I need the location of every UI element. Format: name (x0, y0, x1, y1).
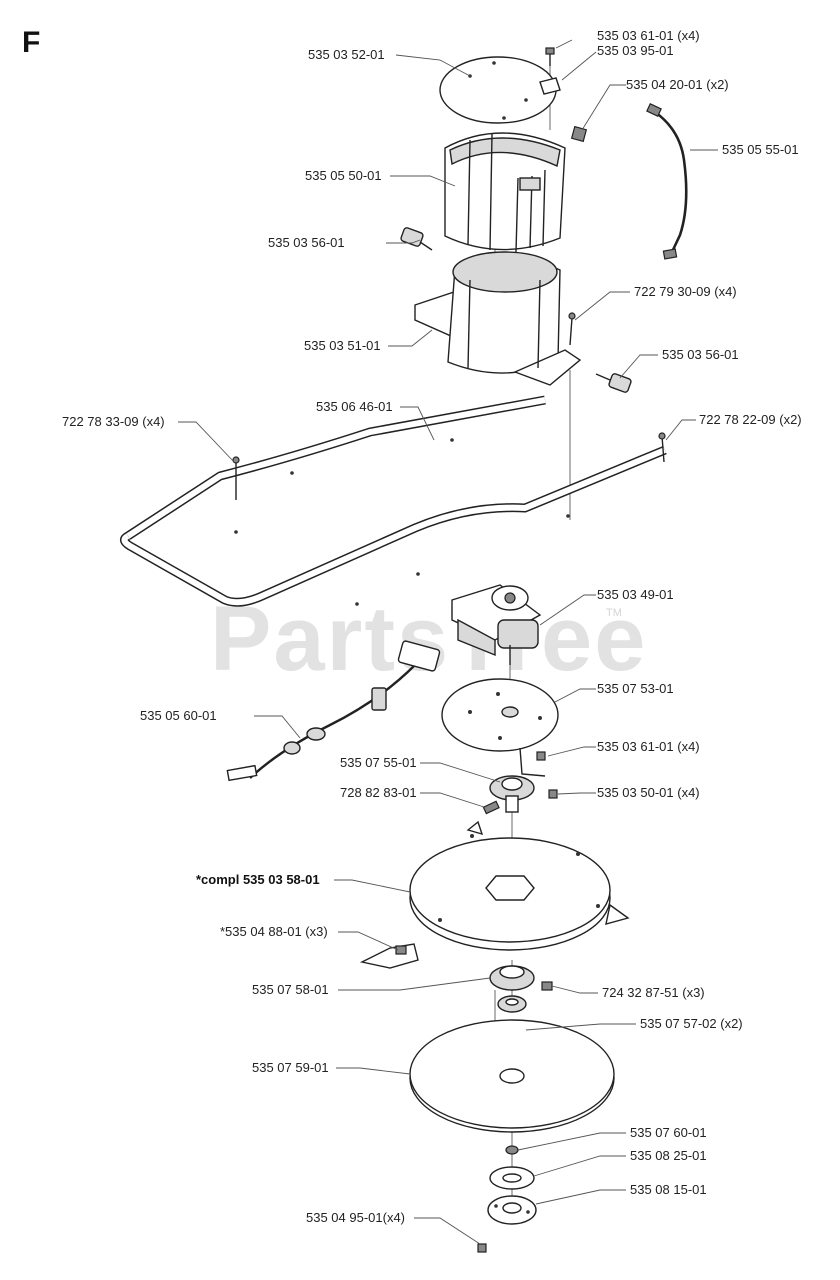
upper-housing-part (444, 132, 566, 253)
screw-plate-part (519, 747, 558, 799)
pin-right-part (658, 432, 666, 463)
label-part-number: 535 07 53-01 (597, 681, 674, 696)
label-part-number: *535 04 88-01 (x3) (220, 924, 328, 939)
bearing-housing-part (489, 965, 535, 991)
washer-part (489, 1166, 535, 1190)
label-part-number: 535 07 55-01 (340, 755, 417, 770)
label-part-number: 535 07 57-02 (x2) (640, 1016, 743, 1031)
section-letter: F (22, 26, 40, 59)
label-part-number: 535 03 61-01 (x4) (597, 739, 700, 754)
handle-frame-part (120, 395, 667, 607)
wire-harness-part (226, 640, 441, 782)
label-part-number: 535 03 51-01 (304, 338, 381, 353)
screw-part (539, 47, 561, 95)
label-part-number: 535 03 61-01 (x4) (597, 28, 700, 43)
bottom-screw-part (477, 1243, 487, 1253)
label-part-number: 535 03 50-01 (x4) (597, 785, 700, 800)
cable-part (646, 103, 688, 260)
knob-left-part (400, 227, 433, 251)
label-part-number: 724 32 87-51 (x3) (602, 985, 705, 1000)
bearing-upper-part (497, 995, 527, 1013)
label-part-number: 535 04 95-01(x4) (306, 1210, 405, 1225)
label-part-number: 535 03 56-01 (268, 235, 345, 250)
label-part-number: 535 06 46-01 (316, 399, 393, 414)
top-cover-part (439, 56, 557, 124)
label-part-number: 535 05 55-01 (722, 142, 799, 157)
spacer-part (505, 1145, 519, 1155)
blade-part (359, 943, 419, 969)
lower-housing-part (414, 251, 582, 386)
label-part-number: 535 05 60-01 (140, 708, 217, 723)
knob-right-part (595, 373, 632, 393)
label-part-number: 535 03 95-01 (597, 43, 674, 58)
label-part-number: 535 08 15-01 (630, 1182, 707, 1197)
label-part-number: 722 78 33-09 (x4) (62, 414, 165, 429)
cutting-disc-part (409, 820, 630, 951)
label-part-number: 535 08 25-01 (630, 1148, 707, 1163)
leader-lines (178, 39, 718, 1245)
label-part-number: 535 05 50-01 (305, 168, 382, 183)
label-part-number: 535 04 20-01 (x2) (626, 77, 729, 92)
screw-small-part (541, 981, 553, 991)
set-screw-part (482, 800, 500, 815)
part-labels: 535 03 61-01 (x4) 535 03 95-01 535 03 52… (62, 28, 802, 1225)
label-part-number: 535 03 56-01 (662, 347, 739, 362)
label-part-number: 535 07 60-01 (630, 1125, 707, 1140)
motor-part (451, 584, 542, 665)
hub-part (489, 775, 535, 813)
label-part-number: 535 03 52-01 (308, 47, 385, 62)
clip-part (570, 125, 588, 143)
label-part-number: 535 07 58-01 (252, 982, 329, 997)
label-part-number: 535 03 49-01 (597, 587, 674, 602)
mounting-plate-part (441, 678, 559, 752)
pin-part (568, 312, 576, 346)
label-part-number-bold: *compl 535 03 58-01 (196, 872, 320, 887)
watermark-text: PartsTree (210, 588, 647, 690)
label-part-number: 728 82 83-01 (340, 785, 417, 800)
label-part-number: 722 78 22-09 (x2) (699, 412, 802, 427)
watermark-trademark: TM (606, 607, 622, 619)
label-part-number: 535 07 59-01 (252, 1060, 329, 1075)
end-cap-part (487, 1195, 537, 1225)
label-part-number: 722 79 30-09 (x4) (634, 284, 737, 299)
pin-left-part (232, 456, 240, 500)
guard-disc-part (409, 1019, 615, 1133)
